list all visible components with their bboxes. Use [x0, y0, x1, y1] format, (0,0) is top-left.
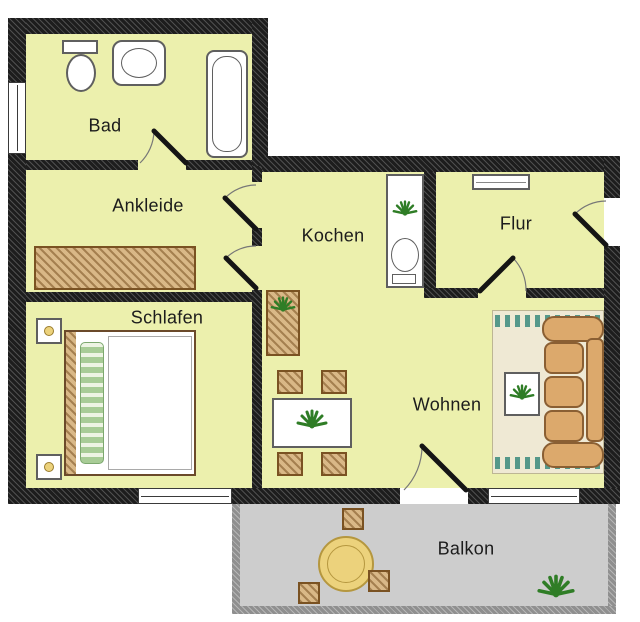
wall [604, 156, 620, 198]
bed-headboard [66, 332, 76, 474]
wall [252, 166, 262, 182]
wall [526, 288, 604, 298]
dining-chair [321, 452, 347, 476]
balcony-wall [232, 606, 616, 614]
dining-chair [321, 370, 347, 394]
kitchen-sink [391, 238, 419, 272]
wall [26, 292, 262, 302]
dining-chair [277, 370, 303, 394]
balcony-wall [608, 504, 616, 614]
wall [8, 18, 268, 34]
sofa-cushion [544, 410, 584, 442]
balcony-stool [368, 570, 390, 592]
wall [580, 488, 620, 504]
wall [604, 246, 620, 504]
lamp-icon [44, 326, 54, 336]
wall [232, 488, 400, 504]
wardrobe [34, 246, 196, 290]
room-label-kochen: Kochen [301, 225, 365, 246]
duvet [108, 336, 192, 470]
bed [64, 330, 196, 476]
nightstand [36, 454, 62, 480]
window [488, 488, 580, 504]
coffee-table [504, 372, 540, 416]
sofa-armrest [542, 442, 604, 468]
washbasin-bowl [121, 48, 157, 78]
sofa-armrest [542, 316, 604, 342]
hall-shelf [472, 174, 530, 190]
sofa-cushion [544, 376, 584, 408]
wall [252, 290, 262, 488]
wall [252, 156, 620, 172]
toilet-cistern [62, 40, 98, 54]
wall [252, 18, 268, 166]
balcony-table [318, 536, 374, 592]
nightstand [36, 318, 62, 344]
balcony-wall [232, 504, 240, 614]
wall [186, 160, 252, 170]
window [8, 82, 26, 154]
balcony-door-opening [400, 488, 468, 504]
window [138, 488, 232, 504]
sideboard [266, 290, 300, 356]
wall [468, 488, 488, 504]
bathtub-inner [212, 56, 242, 152]
wall [424, 172, 436, 288]
wall [26, 160, 138, 170]
wall [8, 488, 138, 504]
room-label-schlafen: Schlafen [130, 307, 204, 328]
sofa-backrest [586, 338, 604, 442]
wall [424, 288, 478, 298]
dining-table [272, 398, 352, 448]
wall [252, 228, 262, 246]
room-label-wohnen: Wohnen [412, 394, 482, 415]
room-label-ankleide: Ankleide [112, 195, 184, 216]
entry-door-opening [604, 198, 620, 246]
room-label-balkon: Balkon [437, 538, 495, 559]
room-label-bad: Bad [88, 115, 122, 136]
sofa-cushion [544, 342, 584, 374]
pillow [80, 342, 104, 464]
balcony-stool [342, 508, 364, 530]
balcony-floor [240, 504, 608, 606]
balcony-stool [298, 582, 320, 604]
dining-chair [277, 452, 303, 476]
room-label-flur: Flur [499, 213, 533, 234]
lamp-icon [44, 462, 54, 472]
kitchen-appliance [392, 274, 416, 284]
toilet-bowl [66, 54, 96, 92]
